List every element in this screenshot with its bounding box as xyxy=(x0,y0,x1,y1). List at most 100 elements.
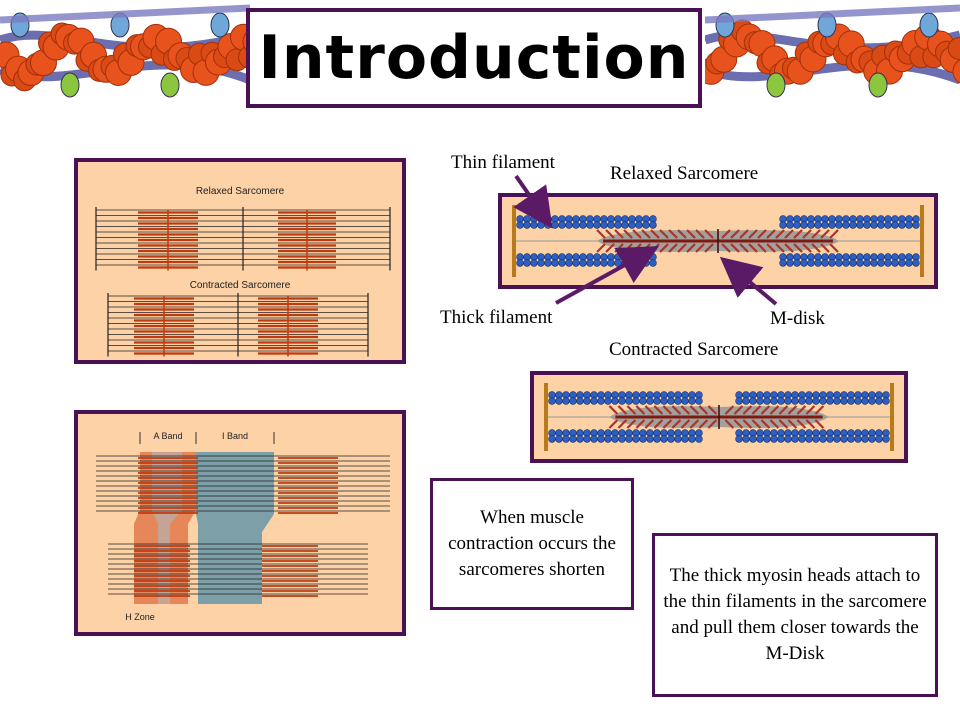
thin-filament-bead xyxy=(660,435,668,443)
contracted-sarcomere-heading: Contracted Sarcomere xyxy=(609,339,779,360)
z-disk xyxy=(890,383,894,451)
tropomyosin-strand xyxy=(0,4,250,24)
myosin-head xyxy=(730,243,740,253)
myosin-head xyxy=(811,243,821,253)
thin-filament-bead xyxy=(660,397,668,405)
myosin-head xyxy=(650,229,660,239)
sarcomere-shorten-text: When muscle contraction occurs the sarco… xyxy=(448,507,616,580)
thin-filament-bead xyxy=(555,397,563,405)
thin-filament-bead xyxy=(618,435,626,443)
thin-filament-bead xyxy=(632,397,640,405)
myosin-head xyxy=(695,243,705,253)
thin-filament-bead xyxy=(847,397,855,405)
thin-filament-bead xyxy=(875,435,883,443)
thin-filament-bead xyxy=(854,435,862,443)
thin-filament-bead xyxy=(667,435,675,443)
thin-filament-arrow xyxy=(513,174,553,229)
thin-filament-bead xyxy=(861,435,869,443)
myosin-head xyxy=(659,243,669,253)
myosin-head xyxy=(605,243,615,253)
myosin-head xyxy=(733,419,744,429)
myosin-head xyxy=(760,405,771,415)
myosin-head xyxy=(653,419,664,429)
thin-filament-bead xyxy=(779,221,787,229)
thin-filament-bead xyxy=(611,397,619,405)
myosin-head xyxy=(766,229,776,239)
myosin-head xyxy=(614,229,624,239)
thin-filament-bead xyxy=(632,435,640,443)
thin-filament-bead xyxy=(555,435,563,443)
myosin-head xyxy=(704,243,714,253)
thin-filament-bead xyxy=(749,397,757,405)
thin-filament-bead xyxy=(674,435,682,443)
thin-filament-bead xyxy=(833,435,841,443)
sarcomere-bands-figure: A Band I Band H Zone xyxy=(96,431,390,622)
myosin-head xyxy=(608,419,619,429)
thin-filament-bead xyxy=(597,397,605,405)
thin-filament-bead xyxy=(854,397,862,405)
myosin-head xyxy=(724,419,735,429)
myosin-head xyxy=(793,229,803,239)
thin-filament-bead xyxy=(882,435,890,443)
m-disk-arrow xyxy=(719,256,778,306)
thin-filament-bead xyxy=(674,397,682,405)
myosin-heads-text: The thick myosin heads attach to the thi… xyxy=(663,565,927,664)
sarcomere-comparison-panel: Relaxed Sarcomere Contracted Sarcomere xyxy=(74,158,406,364)
thin-filament-bead xyxy=(597,435,605,443)
myosin-head xyxy=(721,229,731,239)
myosin-head xyxy=(686,243,696,253)
thin-filament-bead xyxy=(653,435,661,443)
thin-filament-bead xyxy=(784,435,792,443)
myosin-head xyxy=(644,419,655,429)
myosin-head xyxy=(689,405,700,415)
thin-filament-bead xyxy=(812,397,820,405)
thin-filament-bead xyxy=(695,435,703,443)
myosin-head xyxy=(707,419,718,429)
thin-filament-label: Thin filament xyxy=(451,152,555,173)
thin-filament-bead xyxy=(569,435,577,443)
actin-bead xyxy=(952,59,960,84)
myosin-head xyxy=(811,229,821,239)
thin-filament-bead xyxy=(798,435,806,443)
thick-filament-arrow xyxy=(555,246,660,305)
myosin-head xyxy=(721,243,731,253)
relaxed-sarcomere-label: Relaxed Sarcomere xyxy=(196,186,285,197)
thin-filament-bead xyxy=(639,435,647,443)
myosin-head xyxy=(653,405,664,415)
thin-filament-bead xyxy=(548,397,556,405)
sarcomere-shorten-note: When muscle contraction occurs the sarco… xyxy=(430,478,634,610)
myosin-head xyxy=(635,405,646,415)
thin-filament-bead xyxy=(833,397,841,405)
myosin-head xyxy=(739,229,749,239)
myosin-head xyxy=(751,419,762,429)
thin-filament-bead xyxy=(791,397,799,405)
contracted-sarcomere-figure xyxy=(544,383,894,451)
myosin-head xyxy=(748,229,758,239)
myosin-head xyxy=(632,229,642,239)
myosin-head xyxy=(695,229,705,239)
thin-filament-bead xyxy=(604,435,612,443)
myosin-head xyxy=(742,405,753,415)
myosin-head xyxy=(644,405,655,415)
myosin-head xyxy=(796,419,807,429)
thin-filament-bead xyxy=(548,435,556,443)
thin-filament-bead xyxy=(791,435,799,443)
myosin-head xyxy=(793,243,803,253)
thin-filament-bead xyxy=(576,397,584,405)
thin-filament-bead xyxy=(735,435,743,443)
thin-filament-bead xyxy=(735,397,743,405)
thin-filament-bead xyxy=(625,435,633,443)
thin-filament-bead xyxy=(777,397,785,405)
thin-filament-bead xyxy=(653,397,661,405)
thin-filament-bead xyxy=(681,397,689,405)
myosin-head xyxy=(766,243,776,253)
myosin-head xyxy=(641,229,651,239)
thin-filament-bead xyxy=(763,435,771,443)
myosin-head xyxy=(805,419,816,429)
myosin-head xyxy=(617,419,628,429)
contracted-sarcomere-panel xyxy=(530,371,908,463)
relaxed-sarcomere-panel xyxy=(498,193,938,289)
thin-filament-bead xyxy=(639,397,647,405)
a-band-label: A Band xyxy=(153,431,182,441)
